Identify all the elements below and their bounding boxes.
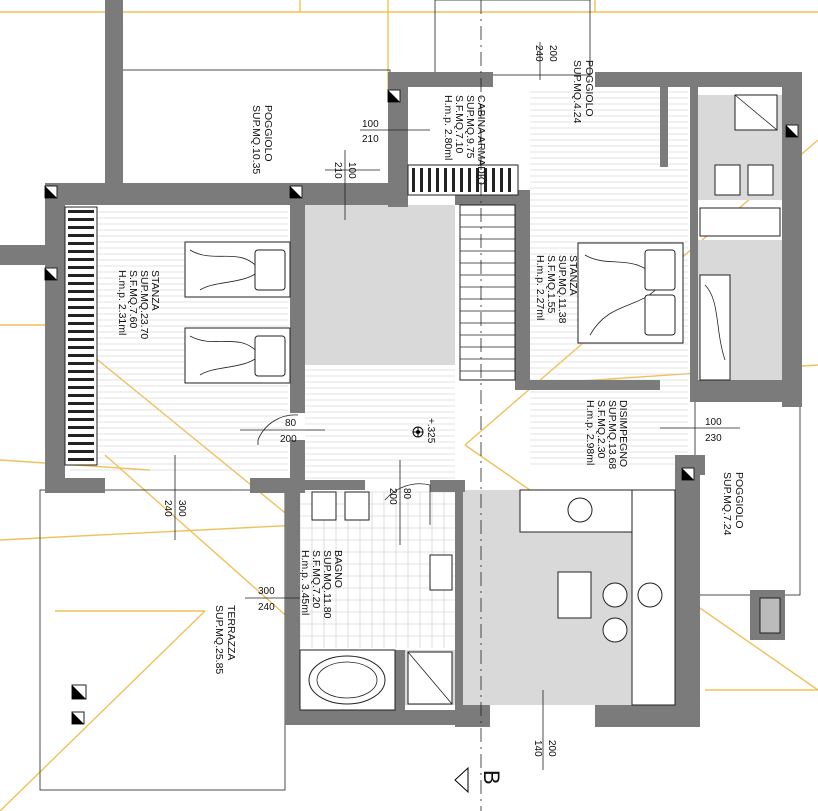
dim-bottom-win-w: 200 bbox=[546, 740, 557, 757]
section-arrow bbox=[454, 766, 469, 794]
cabina-area: SUP.MQ.9.75 bbox=[464, 95, 476, 159]
dim-stanza-door-h: 200 bbox=[280, 434, 297, 445]
level-value: +.325 bbox=[425, 418, 436, 444]
room-label-poggiolo-top: POGGIOLO SUP.MQ.4.24 bbox=[571, 60, 595, 124]
shower-bagno bbox=[407, 651, 453, 705]
cabina-hmp: H.m.p. 2.80ml bbox=[442, 95, 454, 160]
dim-disimp-win-w: 100 bbox=[705, 417, 722, 428]
dim-stanza-win-w: 300 bbox=[176, 500, 187, 517]
single-bed-bottom bbox=[184, 327, 291, 384]
stanza-wardrobe bbox=[64, 206, 98, 466]
dim-top-door: 200 240 bbox=[533, 45, 558, 62]
cabina-name: CABINA ARMADIO bbox=[475, 95, 487, 185]
dim-bagno-door-h: 200 bbox=[387, 488, 398, 505]
room-label-stanza2: STANZA SUP.MQ.11.38 S.F.MQ.1.55 H.m.p. 2… bbox=[534, 255, 579, 324]
single-bed-top bbox=[184, 241, 291, 298]
stanza1-sf: S.F.MQ.7.60 bbox=[127, 270, 139, 329]
bagno-hmp: H.m.p. 3.45ml bbox=[299, 550, 311, 615]
door-swings bbox=[257, 414, 431, 525]
dim-cab-door-h: 210 bbox=[332, 162, 343, 179]
poggiolo-left-name: POGGIOLO bbox=[262, 105, 274, 162]
bagno-sf: S.F.MQ.7.20 bbox=[310, 550, 322, 609]
corner-markers bbox=[44, 89, 799, 725]
coffee-table bbox=[557, 571, 592, 619]
armchairs bbox=[567, 497, 663, 643]
stanza2-hmp: H.m.p. 2.27ml bbox=[534, 255, 546, 320]
dim-stanza-win: 300 240 bbox=[162, 500, 187, 517]
terrazza-name: TERRAZZA bbox=[225, 605, 237, 660]
disimpegno-area: SUP.MQ.13.68 bbox=[606, 400, 618, 469]
room-label-stanza1: STANZA SUP.MQ.23.70 S.F.MQ.7.60 H.m.p. 2… bbox=[116, 270, 161, 339]
stanza2-name: STANZA bbox=[567, 255, 579, 296]
chair-upper bbox=[699, 274, 731, 381]
stanza2-area: SUP.MQ.11.38 bbox=[556, 255, 568, 324]
dim-terr-win-w: 300 bbox=[258, 586, 275, 597]
stanza1-area: SUP.MQ.23.70 bbox=[138, 270, 150, 339]
shower-upper bbox=[734, 94, 778, 131]
room-label-terrazza: TERRAZZA SUP.MQ.25.85 bbox=[213, 605, 237, 674]
stanza2-sf: S.F.MQ.1.55 bbox=[545, 255, 557, 314]
toilet-bagno bbox=[311, 491, 370, 521]
dim-bagno-door-w: 80 bbox=[401, 488, 412, 500]
stanza1-hmp: H.m.p. 2.31ml bbox=[116, 270, 128, 335]
double-bed bbox=[577, 242, 684, 344]
disimpegno-name: DISIMPEGNO bbox=[617, 400, 629, 467]
bathtub bbox=[299, 649, 396, 711]
room-label-cabina: CABINA ARMADIO SUP.MQ.9.75 S.F.MQ.7.10 H… bbox=[442, 95, 487, 185]
bagno-name: BAGNO bbox=[332, 550, 344, 588]
toilet-upper bbox=[714, 164, 774, 196]
poggiolo-top-area: SUP.MQ.4.24 bbox=[571, 60, 583, 124]
disimpegno-hmp: H.m.p. 2.98ml bbox=[584, 400, 596, 465]
walls bbox=[0, 0, 802, 727]
room-label-disimpegno: DISIMPEGNO SUP.MQ.13.68 S.F.MQ.2.30 H.m.… bbox=[584, 400, 629, 469]
dim-cab-win-h: 210 bbox=[362, 134, 379, 145]
dim-top-door-w: 200 bbox=[547, 45, 558, 62]
poggiolo-top-name: POGGIOLO bbox=[583, 60, 595, 117]
terrazza-area: SUP.MQ.25.85 bbox=[213, 605, 225, 674]
dim-disimp-win-h: 230 bbox=[705, 433, 722, 444]
dim-cab-door: 100 210 bbox=[332, 162, 357, 179]
level-text: +.325 bbox=[425, 418, 436, 444]
dim-bottom-win: 200 140 bbox=[532, 740, 557, 757]
dimension-lines bbox=[174, 0, 740, 811]
dim-top-door-h: 240 bbox=[533, 45, 544, 62]
disimpegno-sf: S.F.MQ.2.30 bbox=[595, 400, 607, 459]
section-label: B bbox=[479, 770, 504, 785]
dim-terr-win-h: 240 bbox=[258, 602, 275, 613]
dim-cab-door-w: 100 bbox=[346, 162, 357, 179]
room-label-poggiolo-right: POGGIOLO SUP.MQ.7.24 bbox=[721, 472, 745, 536]
dim-cab-win-w: 100 bbox=[362, 119, 379, 130]
dim-bagno-door: 80 200 bbox=[387, 488, 412, 505]
dim-bottom-win-h: 140 bbox=[532, 740, 543, 757]
level-marker bbox=[412, 426, 424, 438]
vanity-upper bbox=[699, 207, 781, 237]
sink-bagno bbox=[429, 554, 453, 591]
dim-stanza-win-h: 240 bbox=[162, 500, 173, 517]
poggiolo-right-area: SUP.MQ.7.24 bbox=[721, 472, 733, 536]
section-letter: B bbox=[479, 770, 504, 785]
room-label-bagno: BAGNO SUP.MQ.11.80 S.F.MQ.7.20 H.m.p. 3.… bbox=[299, 550, 344, 619]
room-label-poggiolo-left: POGGIOLO SUP.MQ.10.35 bbox=[250, 105, 274, 174]
stanza1-name: STANZA bbox=[149, 270, 161, 311]
bagno-area: SUP.MQ.11.80 bbox=[321, 550, 333, 619]
dim-stanza-door-w: 80 bbox=[285, 418, 297, 429]
staircase bbox=[459, 204, 516, 381]
cabina-sf: S.F.MQ.7.10 bbox=[453, 95, 465, 154]
poggiolo-left-area: SUP.MQ.10.35 bbox=[250, 105, 262, 174]
wardrobe-rack bbox=[407, 164, 519, 196]
poggiolo-right-name: POGGIOLO bbox=[733, 472, 745, 529]
